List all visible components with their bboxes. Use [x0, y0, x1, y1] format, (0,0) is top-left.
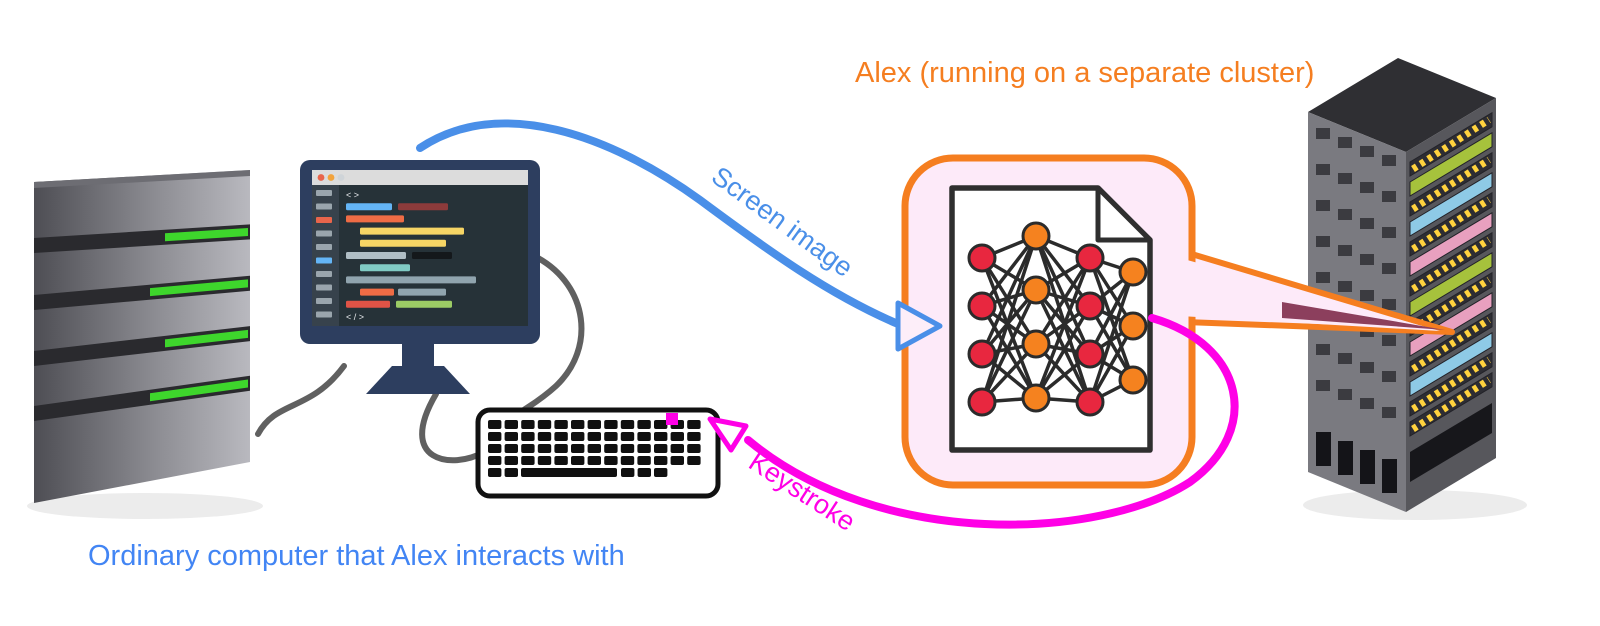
window-dot-yellow — [327, 174, 335, 181]
window-dot-red — [317, 174, 325, 181]
rack-slots — [1409, 111, 1493, 482]
tail-shadow — [1282, 302, 1445, 330]
keyboard-icon — [475, 407, 721, 499]
server-rack-icon — [1308, 58, 1496, 512]
editor-titlebar — [312, 170, 528, 185]
server-led-bands — [34, 224, 250, 421]
editor-gutter-bars — [316, 190, 332, 318]
cluster-caption: Alex (running on a separate cluster) — [855, 57, 1314, 89]
keystroke-target-marker — [666, 413, 678, 425]
computer-caption: Ordinary computer that Alex interacts wi… — [88, 540, 625, 572]
page-fold — [1095, 185, 1153, 243]
neural-network-document-icon — [949, 185, 1153, 453]
tail-join — [1180, 258, 1440, 331]
rack-vents — [1316, 128, 1397, 493]
editor-code-lines: < > < / > — [346, 190, 476, 322]
screen-image-arrowhead — [895, 300, 943, 352]
alex-model-bubble — [901, 154, 1445, 489]
monitor-code-icon: < > < / > — [300, 160, 540, 394]
neural-network-nodes — [967, 221, 1148, 417]
server-tower-icon — [34, 170, 250, 503]
svg-text:< >: < > — [346, 190, 359, 200]
keyboard-keys — [488, 420, 701, 477]
svg-text:< / >: < / > — [346, 312, 364, 322]
keystroke-arrowhead — [707, 416, 749, 453]
window-dot-gray — [337, 174, 345, 181]
monitor-screen — [312, 170, 528, 326]
server-shadow — [27, 493, 263, 519]
